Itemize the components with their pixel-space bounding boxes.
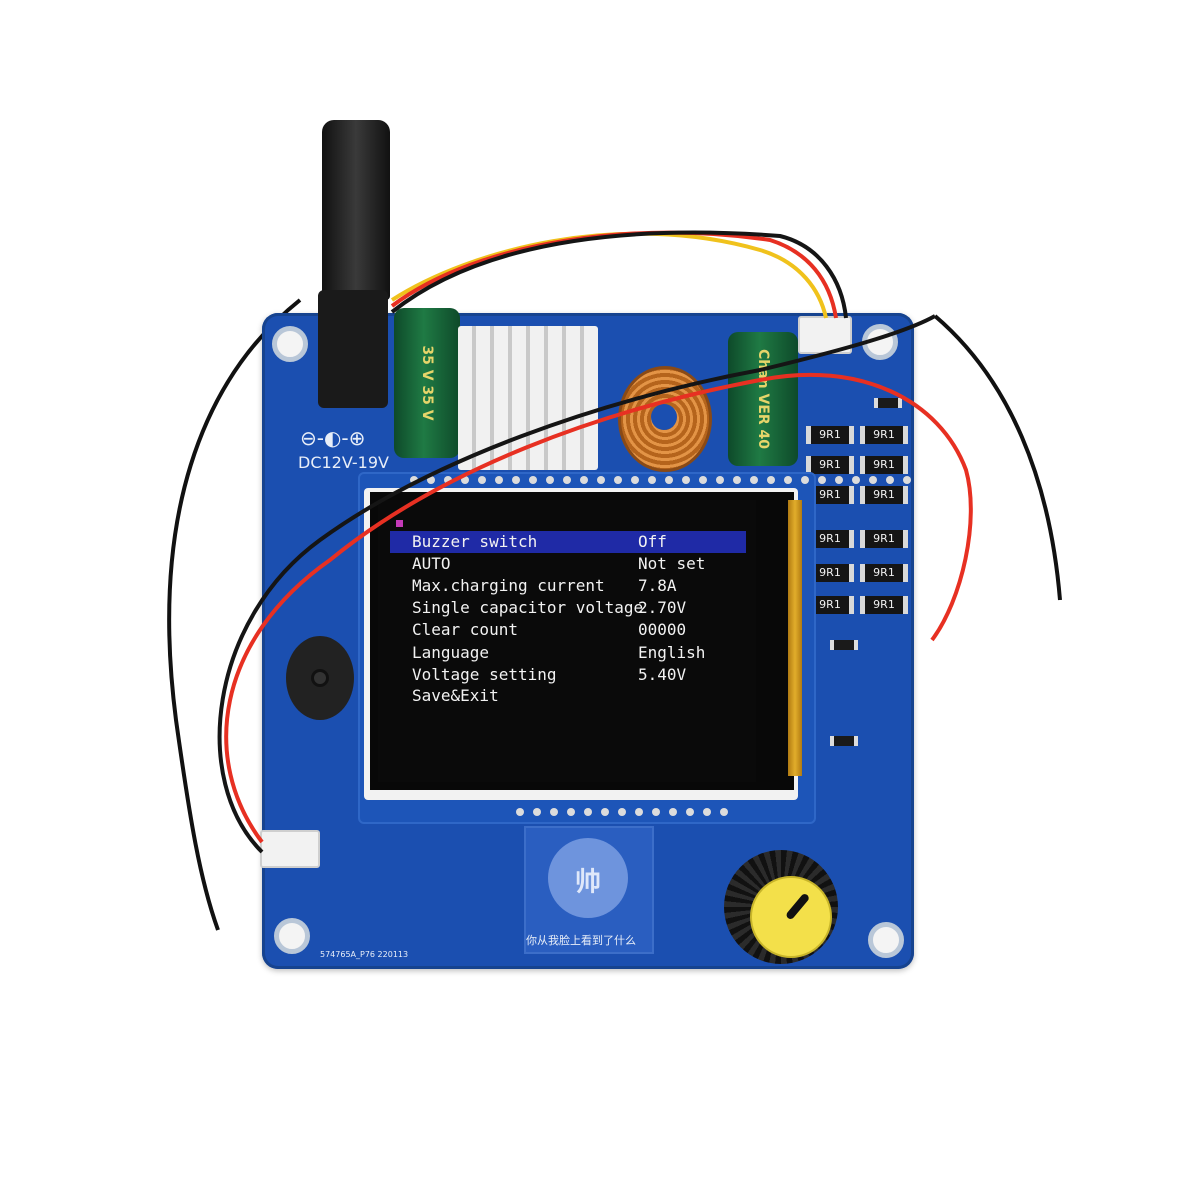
capacitor-right: Chan VER 40 xyxy=(728,332,798,466)
menu-item-language[interactable]: Language English xyxy=(390,642,746,664)
board-code: 574765A_P76 220113 xyxy=(320,950,409,959)
menu-item-label: Save&Exit xyxy=(412,686,499,705)
menu-item-buzzer-switch[interactable]: Buzzer switch Off xyxy=(390,531,746,553)
dc-jack-icon xyxy=(318,290,388,408)
menu-item-label: Language xyxy=(412,643,490,662)
capacitor-left: 35 V 35 V xyxy=(394,308,460,458)
knob-cap-icon[interactable] xyxy=(750,876,832,958)
menu-item-label: AUTO xyxy=(412,554,451,573)
menu-item-label: Buzzer switch xyxy=(412,532,538,551)
polarity-symbol: ⊖-◐-⊕ xyxy=(300,426,366,450)
menu-item-value: English xyxy=(638,643,706,662)
menu-item-label: Voltage setting xyxy=(412,665,557,684)
logo-face-icon: 帅 xyxy=(548,838,628,918)
lcd-flex-cable xyxy=(788,500,802,776)
resistor: 9R1 xyxy=(860,596,908,614)
lcd-header-pins-top xyxy=(410,476,911,484)
menu-item-value: Not set xyxy=(638,554,706,573)
resistor: 9R1 xyxy=(860,564,908,582)
menu-item-save-exit[interactable]: Save&Exit xyxy=(390,685,746,707)
menu-item-single-capacitor-voltage[interactable]: Single capacitor voltage 2.70V xyxy=(390,597,746,619)
menu-item-clear-count[interactable]: Clear count 00000 xyxy=(390,619,746,641)
smd-led xyxy=(830,640,858,650)
menu-item-value: 7.8A xyxy=(638,576,677,595)
lcd-screen: Buzzer switch Off AUTO Not set Max.charg… xyxy=(378,500,756,782)
power-plug-icon xyxy=(322,120,390,300)
mount-hole-bottom-left xyxy=(274,918,310,954)
resistor: 9R1 xyxy=(860,530,908,548)
menu-item-auto[interactable]: AUTO Not set xyxy=(390,553,746,575)
menu-cursor-marker xyxy=(396,520,403,527)
resistor: 9R1 xyxy=(806,564,854,582)
logo-caption: 你从我脸上看到了什么 xyxy=(526,934,636,947)
menu-item-max-charging-current[interactable]: Max.charging current 7.8A xyxy=(390,575,746,597)
lcd-header-pins-bottom xyxy=(516,808,728,816)
mount-hole-bottom-right xyxy=(868,922,904,958)
resistor: 9R1 xyxy=(860,456,908,474)
menu-item-value: 00000 xyxy=(638,620,687,639)
menu-item-label: Max.charging current xyxy=(412,576,605,595)
smd-led xyxy=(874,398,902,408)
menu-item-value: 5.40V xyxy=(638,665,687,684)
menu-item-label: Single capacitor voltage xyxy=(412,598,644,617)
menu-item-voltage-setting[interactable]: Voltage setting 5.40V xyxy=(390,664,746,686)
power-label: DC12V-19V xyxy=(298,453,389,472)
menu-item-value: 2.70V xyxy=(638,598,687,617)
resistor: 9R1 xyxy=(806,426,854,444)
resistor: 9R1 xyxy=(860,486,908,504)
menu-item-label: Clear count xyxy=(412,620,518,639)
smd-led xyxy=(830,736,858,746)
resistor: 9R1 xyxy=(806,456,854,474)
resistor: 9R1 xyxy=(860,426,908,444)
menu-item-value: Off xyxy=(638,532,667,551)
buzzer-icon xyxy=(286,636,354,720)
mount-hole-top-left xyxy=(272,326,308,362)
